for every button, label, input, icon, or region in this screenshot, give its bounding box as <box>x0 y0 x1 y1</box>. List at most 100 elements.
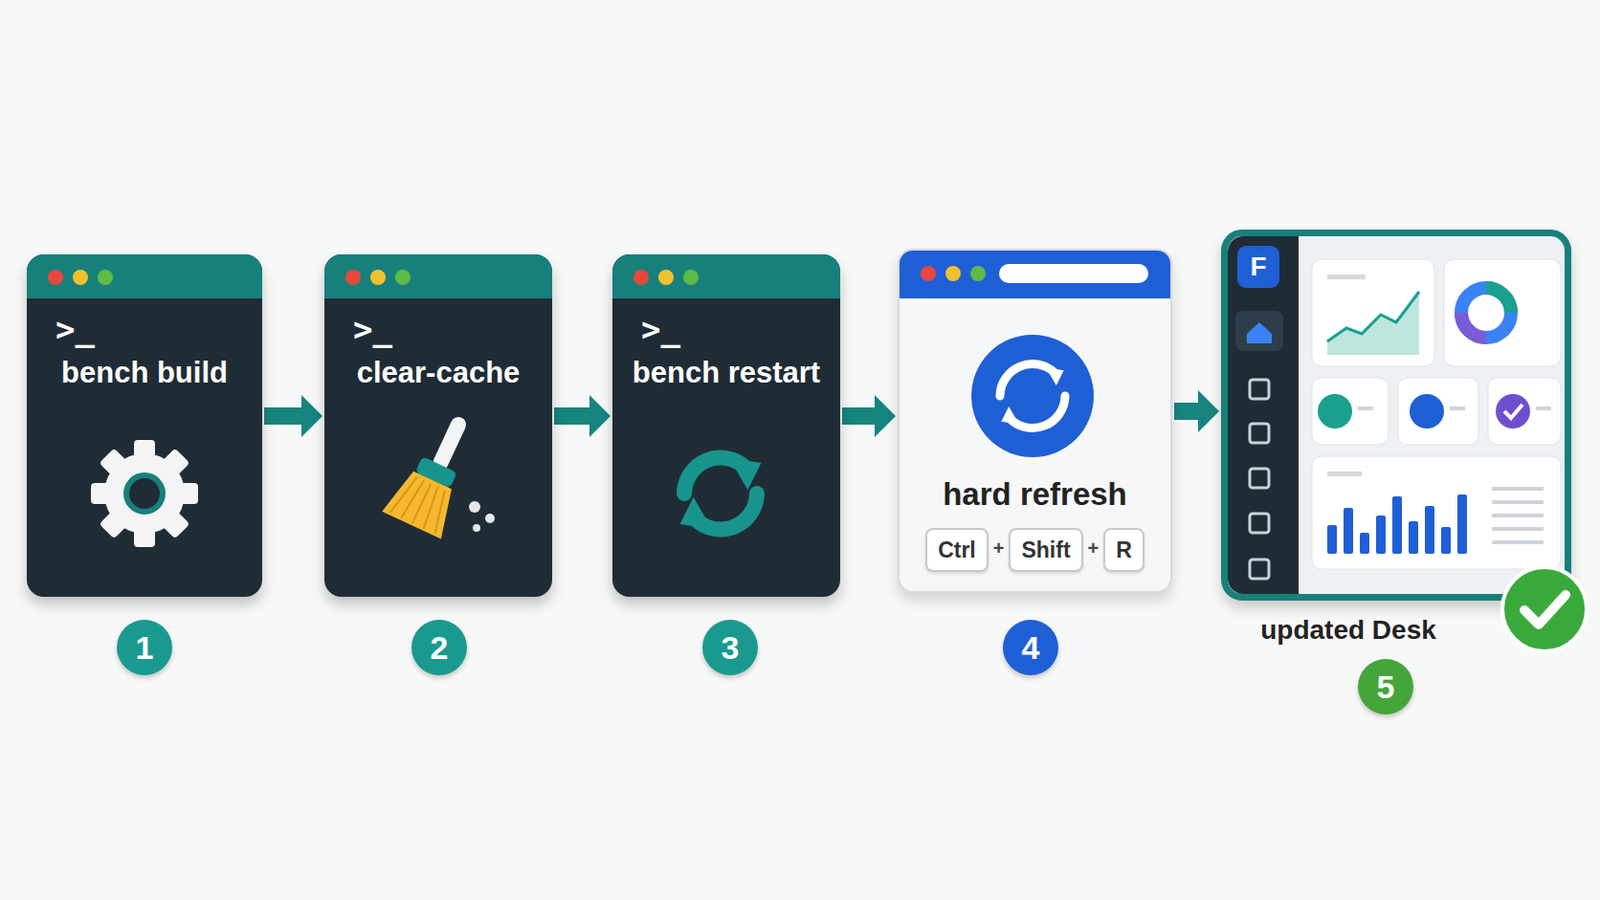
broom-icon <box>381 403 491 539</box>
sidebar <box>1227 236 1299 595</box>
arrow-head <box>874 395 896 438</box>
browser-window: hard refreshCtrlShiftR++ <box>897 248 1173 594</box>
arrow-head <box>301 395 323 438</box>
stat-line <box>1449 406 1466 411</box>
key-cap: R <box>1103 528 1145 573</box>
window-dot <box>370 269 386 286</box>
sync-head <box>680 497 712 530</box>
arrow-shaft <box>264 407 302 425</box>
sidebar-icon <box>1249 559 1269 579</box>
stat-icon <box>1317 394 1353 429</box>
bar <box>1359 533 1370 555</box>
key-label: Ctrl <box>927 530 987 571</box>
bristle-line <box>425 489 454 534</box>
legend-line <box>1491 527 1544 532</box>
dashboard-illustration <box>1227 236 1565 595</box>
arrow-shaft <box>554 407 590 425</box>
sidebar-active <box>1235 311 1284 352</box>
dash-card <box>1311 259 1435 367</box>
refresh-circle <box>971 334 1094 458</box>
command-text: bench build <box>26 355 263 391</box>
gear-body <box>104 453 185 534</box>
callout-number: 3 <box>702 620 758 676</box>
plus-sign: + <box>993 537 1005 560</box>
key-label: R <box>1105 530 1143 571</box>
line-chart <box>1327 291 1420 342</box>
window-dot <box>47 269 64 286</box>
sync-icon <box>680 458 762 531</box>
key-label: Shift <box>1010 530 1081 571</box>
stat-icon <box>1495 394 1531 429</box>
window-dot <box>395 269 411 286</box>
donut-part <box>1486 288 1512 313</box>
sync-head <box>1000 406 1020 425</box>
window-dot <box>970 266 986 282</box>
dash-card <box>1311 377 1389 445</box>
sidebar <box>1285 236 1299 595</box>
bar <box>1424 506 1435 555</box>
flow-arrow <box>554 395 611 438</box>
gear-icon <box>90 440 199 548</box>
arrow-shaft <box>1174 402 1199 421</box>
stat-line <box>1357 406 1374 411</box>
dust <box>468 501 481 513</box>
bar <box>1457 494 1467 555</box>
window-dot <box>945 266 961 282</box>
dash-card <box>1444 259 1561 367</box>
flow-arrow <box>1174 390 1220 433</box>
bristle-line <box>419 487 443 530</box>
sidebar-icon <box>1249 423 1269 444</box>
bar <box>1376 515 1386 555</box>
bristle-line <box>389 473 418 518</box>
bristle-line <box>400 478 424 521</box>
card-title <box>1327 471 1362 477</box>
terminal-window: bench restart>_ <box>612 254 841 598</box>
callout-number: 5 <box>1357 659 1414 715</box>
terminal-icon <box>324 254 553 598</box>
prompt-symbol: >_ <box>641 310 681 349</box>
result-label: updated Desk <box>1170 615 1527 646</box>
window-dot <box>683 269 699 286</box>
sidebar-icon <box>1249 468 1269 489</box>
stat-icon <box>1409 394 1445 429</box>
terminal-window: bench build >_ <box>26 254 263 598</box>
terminal-icon <box>612 254 841 598</box>
legend-line <box>1491 513 1544 518</box>
check-mini <box>1504 404 1523 419</box>
prompt-symbol: >_ <box>353 310 393 349</box>
badge-circle <box>1502 567 1587 652</box>
flow-arrow <box>264 395 323 438</box>
plus-sign: + <box>1088 537 1100 560</box>
callout-number: 4 <box>1002 620 1059 676</box>
key-cap: Shift <box>1008 528 1083 573</box>
sidebar-icon <box>1249 379 1269 400</box>
broom-bristles <box>381 466 463 540</box>
terminal-icon <box>26 254 263 598</box>
app-logo: F <box>1237 245 1280 289</box>
prompt-symbol: >_ <box>55 310 95 349</box>
legend-line <box>1491 540 1544 545</box>
window-dot <box>97 269 113 286</box>
callout-number: 2 <box>411 620 467 676</box>
window-dot <box>345 269 361 286</box>
arrow-shaft <box>842 407 875 425</box>
home-icon <box>1246 322 1272 344</box>
card-title <box>1327 274 1366 280</box>
line-area <box>1327 291 1420 356</box>
legend-line <box>1491 487 1544 491</box>
window-dot <box>633 269 649 286</box>
gear-hole <box>126 475 163 512</box>
bar <box>1408 521 1419 555</box>
bar <box>1441 527 1451 555</box>
dust <box>472 524 481 533</box>
dash-card <box>1311 456 1561 570</box>
key-cap: Ctrl <box>925 528 989 573</box>
terminal-window: clear-cache>_ <box>324 254 553 598</box>
arrow-head <box>589 395 611 438</box>
sync-icon <box>1000 363 1066 428</box>
sidebar-icon <box>1249 513 1269 534</box>
window-dot <box>658 269 674 286</box>
arrow-head <box>1198 390 1220 433</box>
dust <box>485 513 495 524</box>
check-badge <box>1491 556 1598 663</box>
